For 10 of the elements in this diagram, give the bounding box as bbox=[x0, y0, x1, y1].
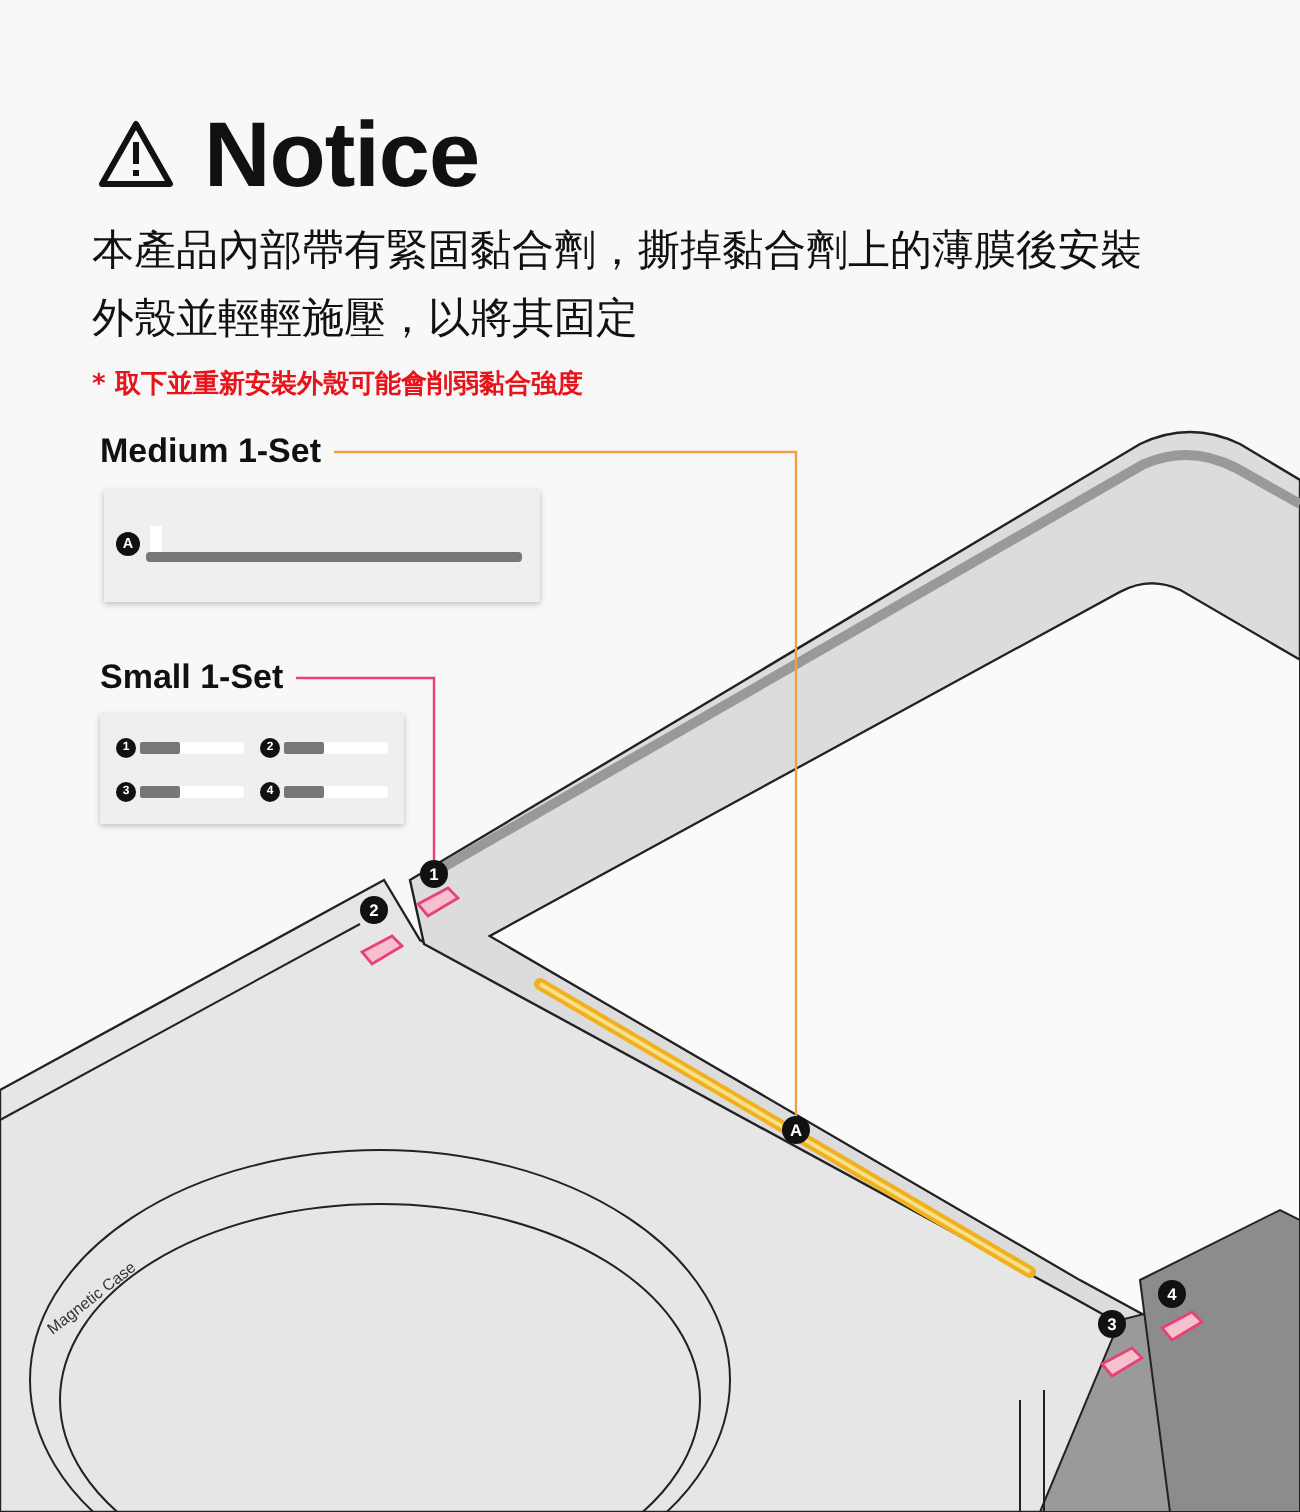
instruction-text: 本產品內部帶有緊固黏合劑，撕掉黏合劑上的薄膜後安裝外殼並輕輕施壓，以將其固定 bbox=[92, 224, 1142, 346]
adhesive-card bbox=[104, 490, 540, 602]
leader-line bbox=[296, 676, 436, 860]
adhesive-card bbox=[100, 714, 404, 824]
title: Notice bbox=[204, 100, 480, 208]
set-heading: Medium 1-Set bbox=[100, 432, 322, 472]
callout-number: 1 bbox=[420, 860, 448, 888]
warning-note: * 取下並重新安裝外殼可能會削弱黏合強度 bbox=[92, 367, 583, 402]
set-heading: Small 1-Set bbox=[100, 658, 284, 698]
leader-line bbox=[334, 450, 798, 1116]
